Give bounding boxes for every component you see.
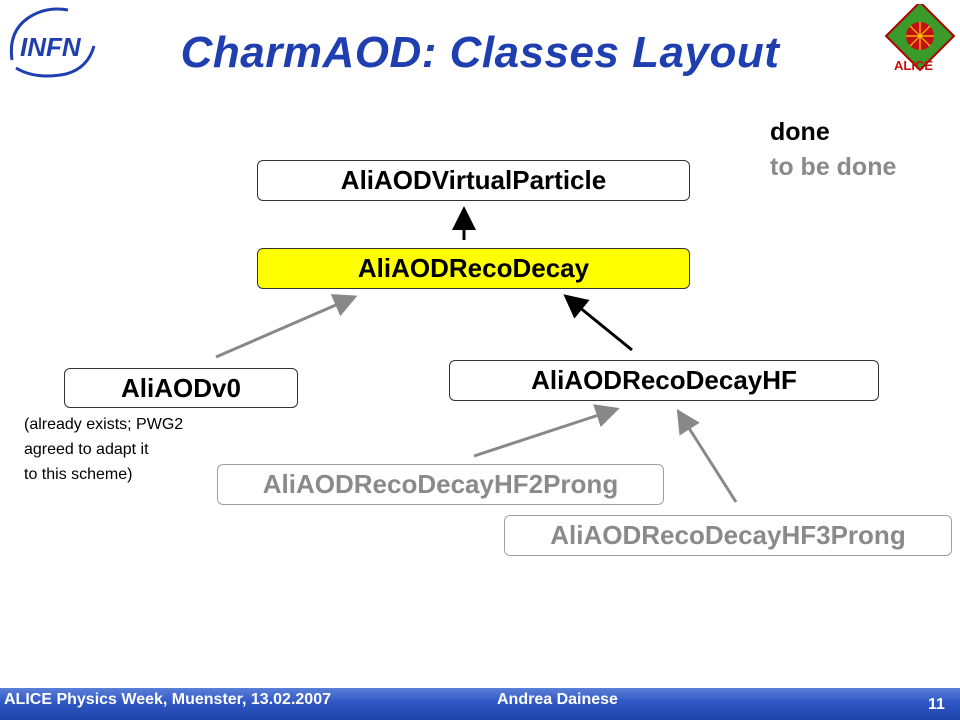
footer-bar: [0, 688, 960, 720]
arrow-hf3prong-to-hf: [676, 408, 738, 503]
legend-done: done: [770, 118, 830, 146]
class-box-hf-2prong: AliAODRecoDecayHF2Prong: [217, 464, 664, 505]
arrow-hf2prong-to-hf: [473, 404, 620, 458]
page-number: 11: [928, 696, 945, 713]
arrow-v0-to-recodecay: [215, 294, 358, 359]
page-title: CharmAOD: Classes Layout: [180, 28, 780, 77]
svg-text:ALICE: ALICE: [894, 58, 933, 72]
class-box-reco-decay-hf: AliAODRecoDecayHF: [449, 360, 879, 401]
alice-logo: ALICE: [884, 4, 956, 72]
class-box-virtual-particle: AliAODVirtualParticle: [257, 160, 690, 201]
v0-note: (already exists; PWG2 agreed to adapt it…: [24, 412, 183, 487]
footer-event: ALICE Physics Week, Muenster, 13.02.2007: [4, 691, 331, 708]
class-box-hf-3prong: AliAODRecoDecayHF3Prong: [504, 515, 952, 556]
v0-note-line: to this scheme): [24, 466, 133, 483]
footer-author: Andrea Dainese: [497, 691, 618, 708]
class-box-v0: AliAODv0: [64, 368, 298, 408]
class-box-reco-decay: AliAODRecoDecay: [257, 248, 690, 289]
legend-todo: to be done: [770, 153, 897, 181]
svg-text:INFN: INFN: [20, 32, 82, 62]
v0-note-line: agreed to adapt it: [24, 441, 149, 458]
infn-logo: INFN: [9, 7, 96, 78]
arrow-hf-to-recodecay: [563, 294, 633, 352]
v0-note-line: (already exists; PWG2: [24, 416, 184, 433]
